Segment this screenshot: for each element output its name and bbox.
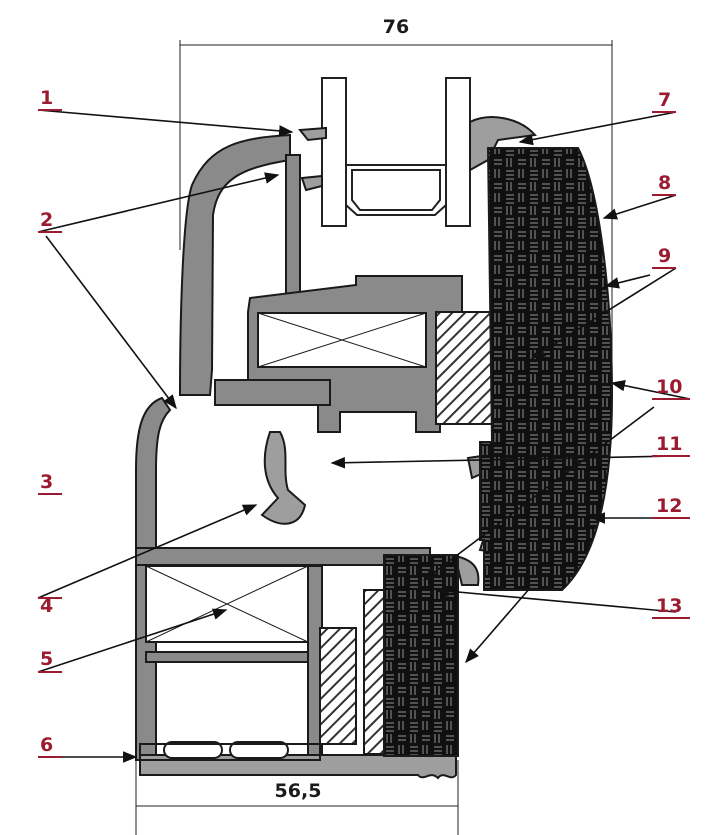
callout-4: 4 [40,595,53,617]
glass-unit [321,77,471,227]
callout-6: 6 [40,734,53,756]
callout-10: 10 [656,376,682,398]
callout-1: 1 [40,87,53,109]
callout-8: 8 [658,172,671,194]
interior-trim [383,147,614,757]
callout-11: 11 [656,433,682,455]
dimension-top-label: 76 [383,16,409,38]
callout-2: 2 [40,209,53,231]
sash-profile [178,133,497,433]
callout-labels: 1 2 3 4 5 6 7 8 9 10 11 12 13 [38,87,690,758]
dimension-bottom: 56,5 [135,760,459,835]
callout-3: 3 [40,471,53,493]
callout-5: 5 [40,648,53,670]
callout-7: 7 [658,89,671,111]
dimension-bottom-label: 56,5 [275,780,322,802]
callout-13: 13 [656,595,682,617]
callout-9: 9 [658,245,671,267]
callout-12: 12 [656,495,682,517]
